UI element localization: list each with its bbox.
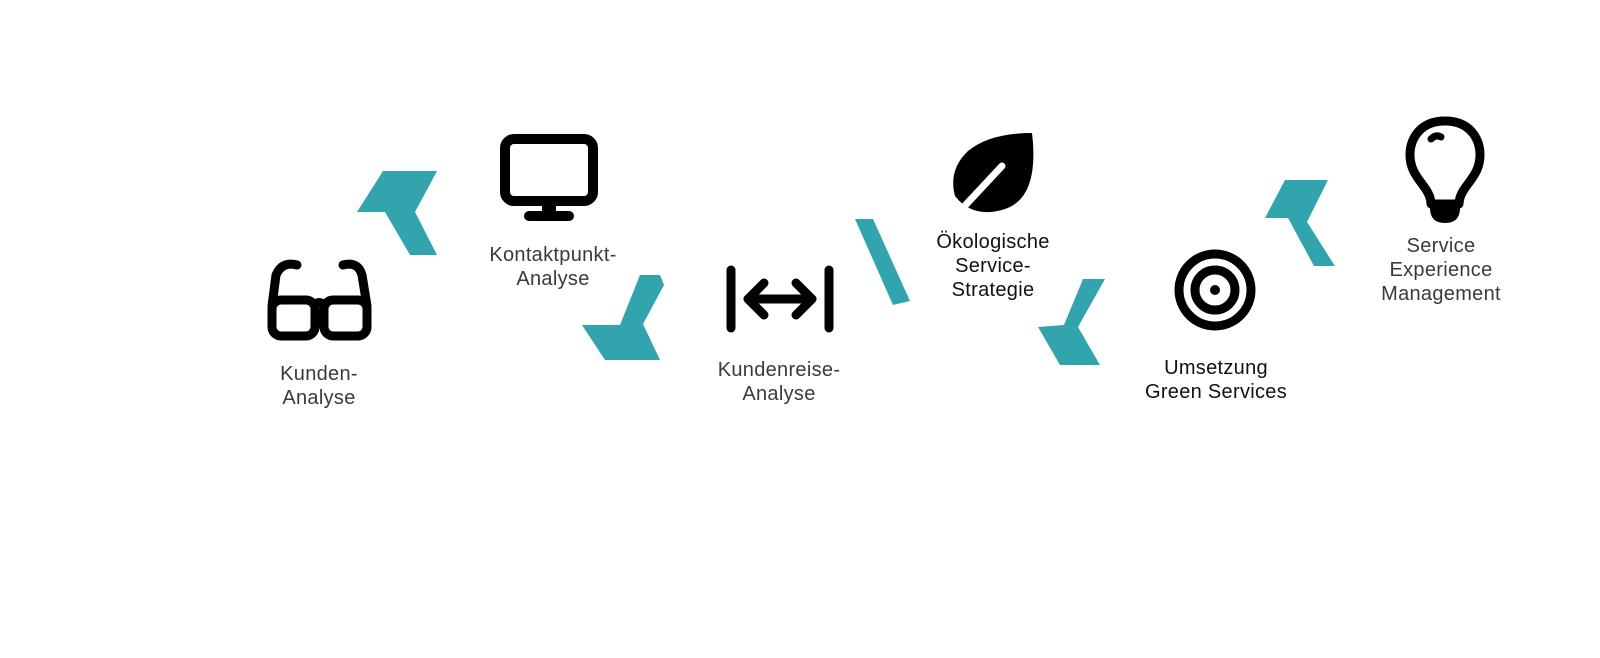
connector-chevron-1 — [357, 171, 437, 255]
step-label-kundenreise-analyse: Kundenreise- Analyse — [717, 359, 841, 405]
leaf-icon — [953, 133, 1034, 215]
step-label-kontaktpunkt-analyse: Kontaktpunkt- Analyse — [489, 244, 617, 290]
connector-chevron-5 — [1265, 180, 1335, 266]
lightbulb-icon — [1405, 116, 1485, 223]
connector-chevron-4 — [1038, 279, 1105, 365]
step-label-oekologische-service-strategie: Ökologische Service- Strategie — [936, 231, 1050, 301]
connector-chevron-2 — [582, 275, 664, 360]
glasses-icon — [267, 259, 372, 341]
step-label-umsetzung-green-services: Umsetzung Green Services — [1144, 357, 1288, 403]
step-label-kunden-analyse: Kunden- Analyse — [280, 363, 358, 409]
step-label-service-experience-management: Service Experience Management — [1381, 235, 1501, 305]
arrows-horizontal-icon — [726, 265, 834, 333]
monitor-icon — [500, 134, 598, 221]
target-icon — [1174, 249, 1256, 331]
connector-chevron-3 — [855, 219, 910, 305]
